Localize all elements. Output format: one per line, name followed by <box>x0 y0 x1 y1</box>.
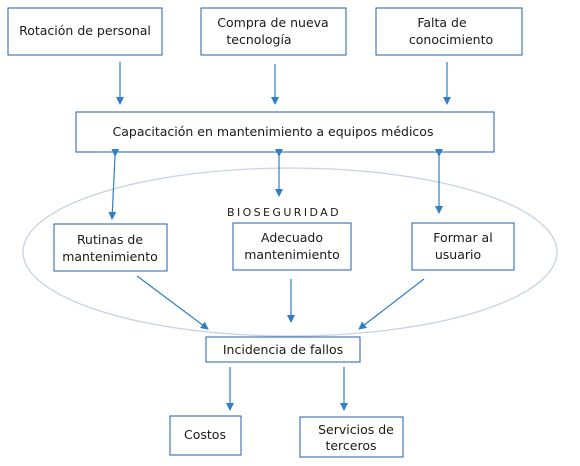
arrow-capacitacion-rutinas <box>108 148 120 220</box>
node-label-line1: Compra de nueva <box>217 15 328 30</box>
node-label-line1: Formar al <box>433 230 492 245</box>
node-label-line1: Falta de <box>417 15 467 30</box>
node-rotacion-de-personal: Rotación de personal <box>7 7 163 56</box>
node-label: Rotación de personal <box>19 23 151 38</box>
node-compra-de-nueva-tecnologia: Compra de nueva tecnología <box>200 7 347 56</box>
node-label-line2: tecnología <box>226 32 291 47</box>
node-servicios-de-terceros: Servicios de terceros <box>299 416 404 458</box>
node-costos: Costos <box>169 415 242 456</box>
node-label-line1: Servicios de <box>318 422 394 437</box>
node-label-line2: mantenimiento <box>244 247 340 262</box>
node-label-line1: Rutinas de <box>77 232 143 247</box>
arrow-formar-to-incidencia <box>358 278 425 330</box>
node-falta-de-conocimiento: Falta de conocimiento <box>375 7 523 56</box>
node-label-line2: mantenimiento <box>62 249 158 264</box>
node-label-line2: terceros <box>325 438 376 453</box>
node-label: Incidencia de fallos <box>223 342 343 357</box>
node-capacitacion: Capacitación en mantenimiento a equipos … <box>75 111 495 153</box>
node-label: Costos <box>184 427 226 442</box>
bioseguridad-region <box>22 167 558 337</box>
bioseguridad-label: BIOSEGURIDAD <box>227 206 341 219</box>
node-rutinas-de-mantenimiento: Rutinas de mantenimiento <box>53 223 168 272</box>
node-label: Capacitación en mantenimiento a equipos … <box>113 124 434 139</box>
node-adecuado-mantenimiento: Adecuado mantenimiento <box>232 222 352 271</box>
arrow-rutinas-to-incidencia <box>136 275 209 330</box>
node-label-line2: conocimiento <box>409 32 493 47</box>
node-label-line1: Adecuado <box>261 230 323 245</box>
node-formar-al-usuario: Formar al usuario <box>411 222 515 271</box>
node-incidencia-de-fallos: Incidencia de fallos <box>205 336 361 363</box>
node-label-line2: usuario <box>435 247 481 262</box>
